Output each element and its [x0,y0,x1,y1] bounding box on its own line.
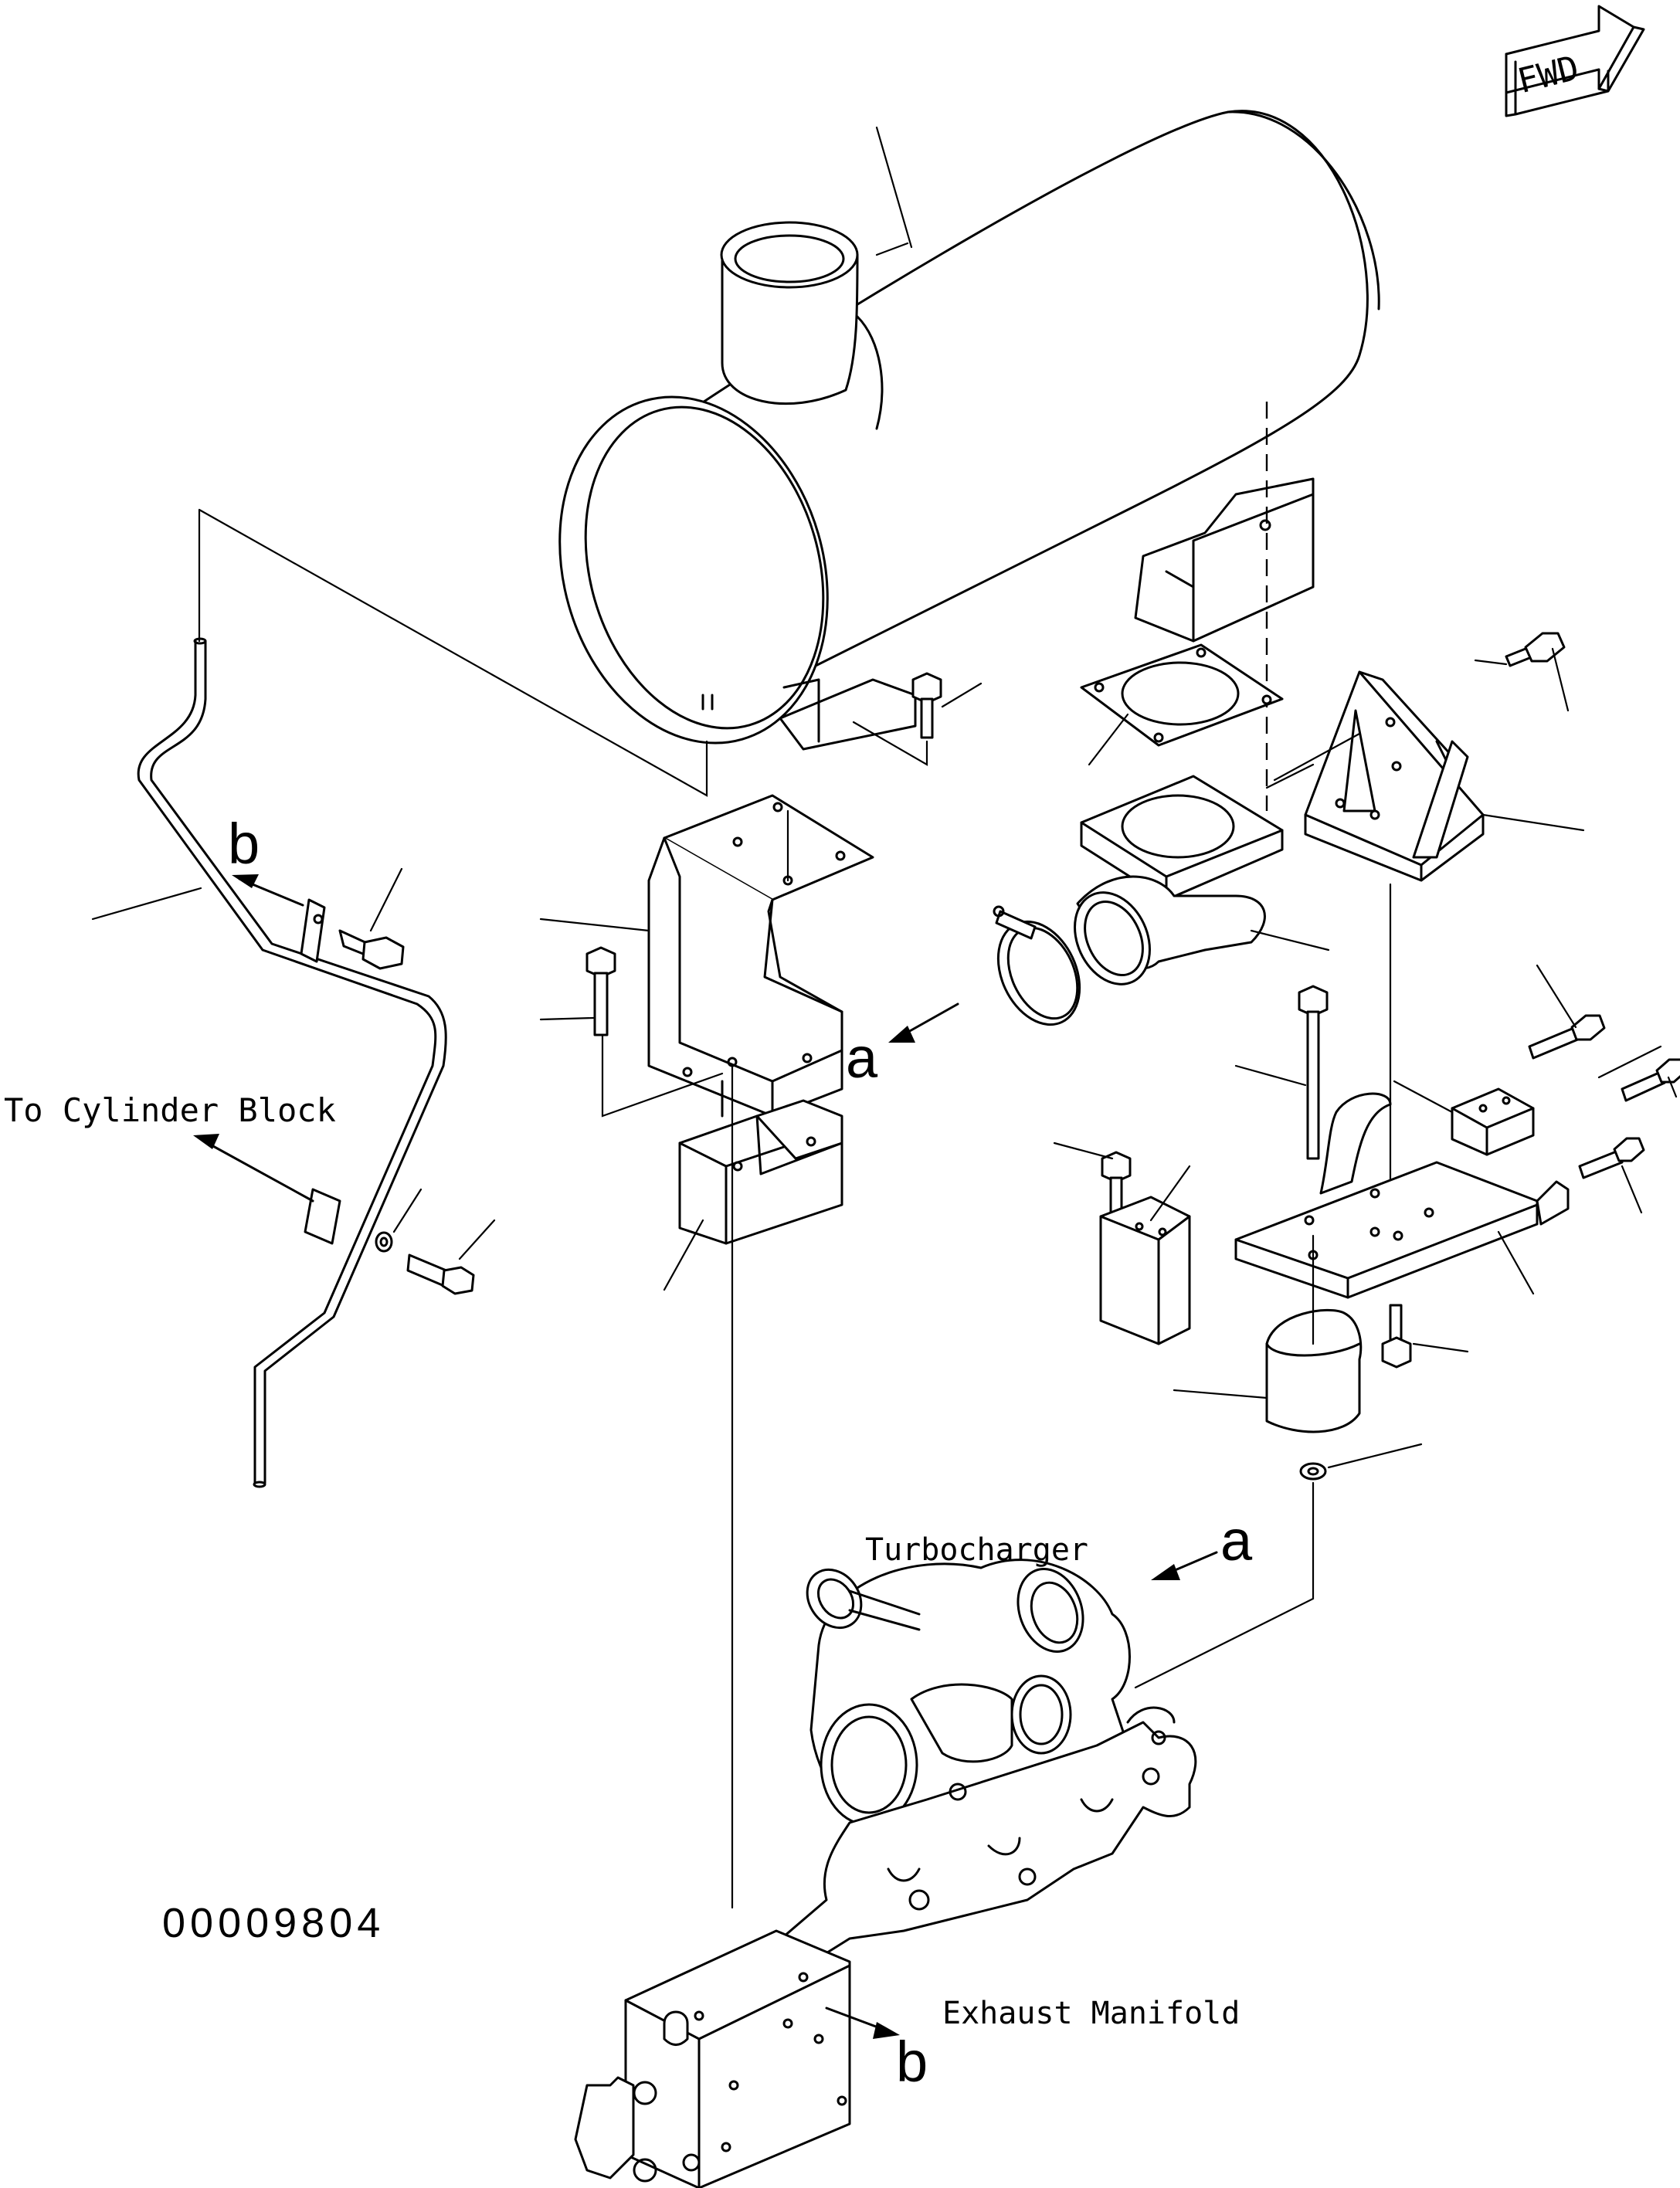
exhaust-manifold-label: Exhaust Manifold [942,1996,1240,2031]
muffler [558,110,1380,811]
clip-bolt [338,867,405,970]
turbocharger-label: Turbocharger [865,1532,1088,1568]
ref-b-upper: b [228,812,304,907]
svg-text:b: b [228,812,260,876]
spacer-block-center [1099,1165,1191,1345]
ref-a-lower: a [1151,1508,1253,1580]
stopper-block [1393,1080,1535,1156]
drawing-number: 00009804 [162,1900,385,1946]
exhaust-manifold [574,1706,1197,2188]
gasket [1080,643,1284,766]
muffler-foot-bolt [852,672,983,766]
ref-a-upper: a [846,1002,959,1090]
rubber-mount [1173,1234,1363,1433]
rear-bracket [1273,670,1585,1237]
washer-and-bolt [375,1188,496,1295]
front-spacer-block [663,1099,843,1291]
svg-text:a: a [1220,1508,1253,1572]
fwd-arrow-badge: FWD [1505,5,1645,117]
to-cylinder-block-callout: To Cylinder Block [4,1091,336,1203]
mount-plate [1234,1092,1570,1299]
to-cylinder-block-label: To Cylinder Block [4,1091,336,1129]
washer [1134,1443,1423,1689]
front-bracket-bolt [539,946,616,1036]
exhaust-elbow [1074,763,1330,985]
bottom-bolt [1381,1304,1469,1369]
svg-text:a: a [846,1026,878,1090]
rear-bracket-bolt [1474,632,1570,712]
hose-clamp [993,905,1081,1026]
breather-tube [91,637,447,1488]
bolt-set-right [1528,964,1680,1214]
front-bracket [539,794,874,1118]
svg-text:b: b [896,2030,928,2094]
ref-b-lower: b [825,2007,928,2094]
